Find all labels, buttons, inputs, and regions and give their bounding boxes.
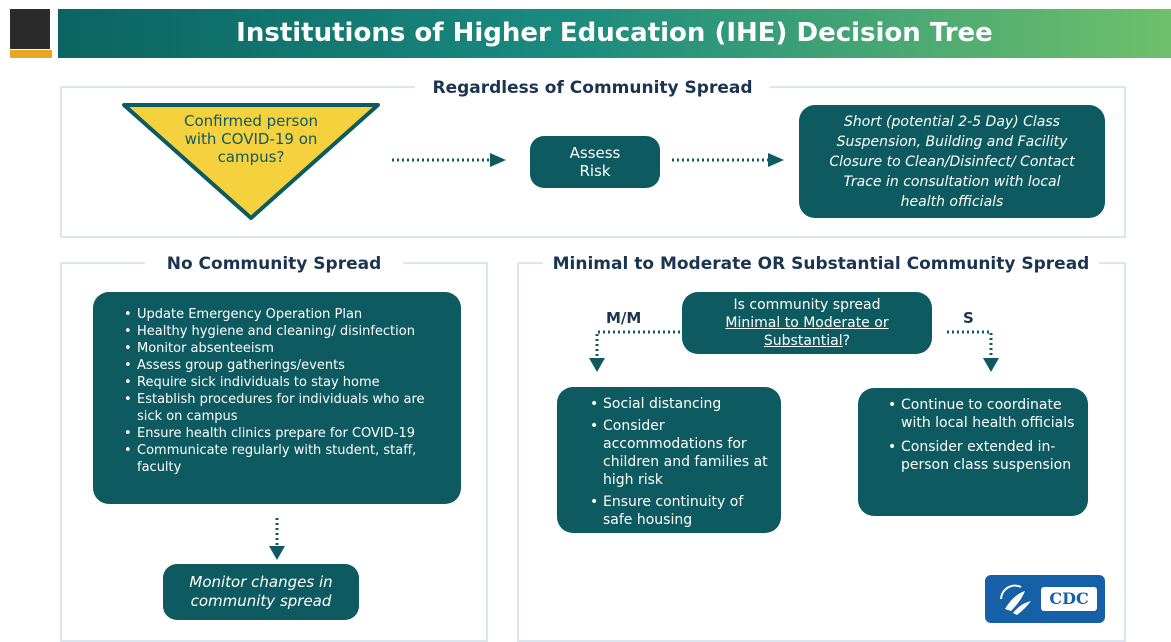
s-actions-box: Continue to coordinate with local health… xyxy=(858,388,1088,516)
mm-list-item: Ensure continuity of safe housing xyxy=(590,493,771,529)
s-list-item: Continue to coordinate with local health… xyxy=(888,396,1078,432)
arrow-to-monitor xyxy=(269,518,285,560)
arrow-to-assess xyxy=(392,153,506,167)
no-spread-list-item: Update Emergency Operation Plan xyxy=(124,306,447,323)
hhs-eagle-icon xyxy=(1000,584,1031,615)
suspension-action-text: Short (potential 2-5 Day) Class Suspensi… xyxy=(829,113,1075,210)
mm-list: Social distancingConsider accommodations… xyxy=(587,395,771,529)
no-spread-list-item: Communicate regularly with student, staf… xyxy=(124,442,447,476)
spread-question-prefix: Is community spread xyxy=(733,297,881,313)
top-section-title: Regardless of Community Spread xyxy=(415,76,770,100)
no-spread-list: Update Emergency Operation PlanHealthy h… xyxy=(121,306,447,476)
mm-list-item: Consider accommodations for children and… xyxy=(590,417,771,489)
mm-actions-box: Social distancingConsider accommodations… xyxy=(557,387,781,533)
no-spread-list-item: Healthy hygiene and cleaning/ disinfecti… xyxy=(124,323,447,340)
no-spread-list-item: Require sick individuals to stay home xyxy=(124,374,447,391)
arrow-to-mm xyxy=(589,330,680,372)
spread-question-box: Is community spread Minimal to Moderate … xyxy=(682,292,932,354)
no-spread-list-item: Establish procedures for individuals who… xyxy=(124,391,447,425)
s-label: S xyxy=(963,309,974,327)
assess-risk-text: Assess Risk xyxy=(569,144,621,180)
mm-list-item: Social distancing xyxy=(590,395,771,413)
suspension-action-box: Short (potential 2-5 Day) Class Suspensi… xyxy=(799,105,1105,218)
no-spread-list-item: Ensure health clinics prepare for COVID-… xyxy=(124,425,447,442)
monitor-text: Monitor changes in community spread xyxy=(189,573,333,610)
spread-question-suffix: ? xyxy=(842,333,851,349)
page-title: Institutions of Higher Education (IHE) D… xyxy=(236,18,993,48)
question-triangle xyxy=(122,103,380,220)
spread-question-options: Minimal to Moderate or Substantial xyxy=(725,315,889,349)
header-accent-bar xyxy=(10,50,52,58)
cdc-logo-text: CDC xyxy=(1041,587,1097,611)
arrow-to-action xyxy=(672,153,784,167)
monitor-box: Monitor changes in community spread xyxy=(163,564,359,620)
s-list: Continue to coordinate with local health… xyxy=(885,396,1078,474)
mm-label: M/M xyxy=(606,309,642,327)
no-spread-list-item: Monitor absenteeism xyxy=(124,340,447,357)
assess-risk-box: Assess Risk xyxy=(530,136,660,188)
arrow-to-s xyxy=(947,330,999,372)
question-text: Confirmed person with COVID-19 on campus… xyxy=(183,112,319,166)
s-list-item: Consider extended in-person class suspen… xyxy=(888,438,1078,474)
no-spread-actions-box: Update Emergency Operation PlanHealthy h… xyxy=(93,292,461,504)
header-band xyxy=(58,9,1171,58)
no-spread-title: No Community Spread xyxy=(145,252,403,276)
cdc-logo: CDC xyxy=(985,575,1105,623)
spread-title: Minimal to Moderate OR Substantial Commu… xyxy=(543,252,1099,276)
header-dark-square xyxy=(10,9,50,49)
no-spread-list-item: Assess group gatherings/events xyxy=(124,357,447,374)
